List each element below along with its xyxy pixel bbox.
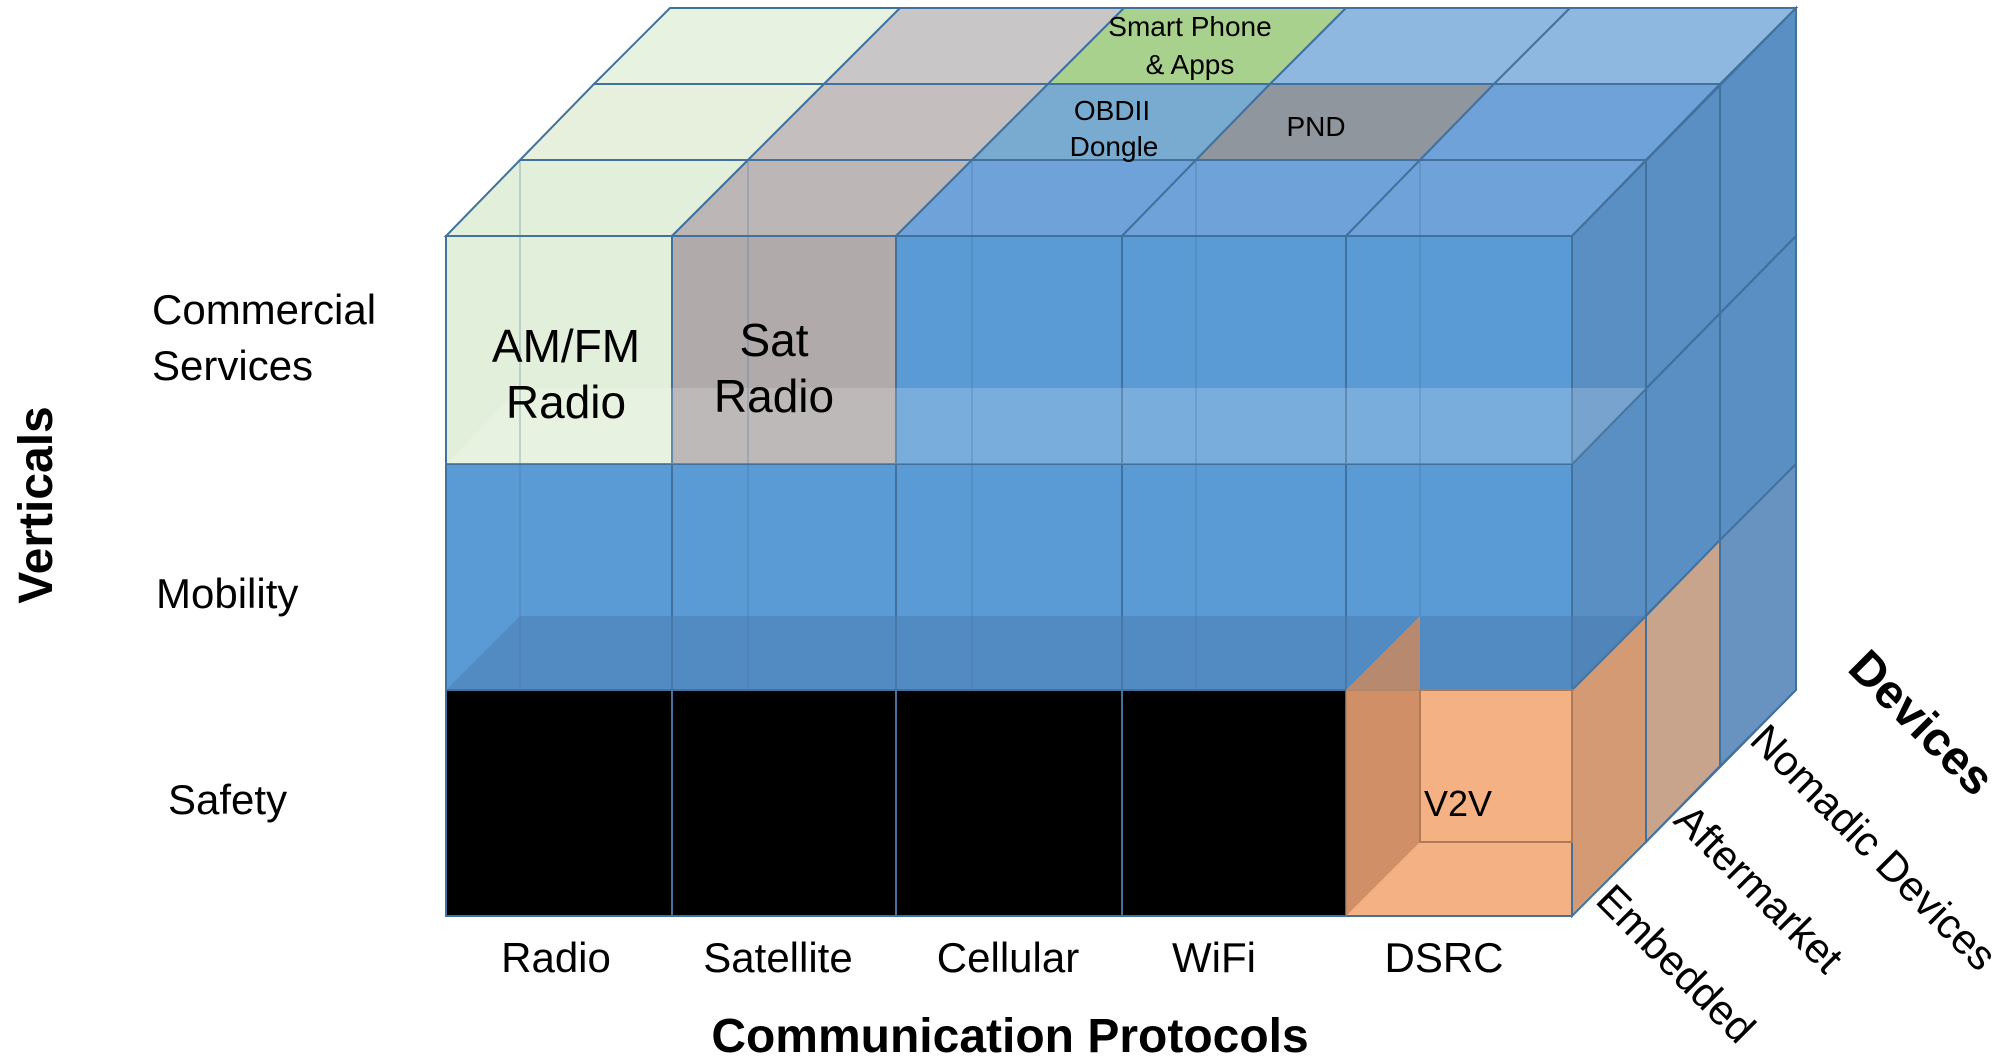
cube-front-face xyxy=(445,160,1646,917)
smartphone-label-line1: Smart Phone xyxy=(1108,11,1271,42)
obdii-label-line2: Dongle xyxy=(1070,131,1159,162)
protocols-title: Communication Protocols xyxy=(711,1010,1308,1061)
verticals-axis: Verticals Commercial Services Mobility S… xyxy=(10,286,376,823)
v2v-inner-left xyxy=(1346,616,1420,916)
vertical-label-mobility: Mobility xyxy=(156,570,298,617)
cell-safety-radio xyxy=(445,689,673,917)
v2v-inner-back xyxy=(1419,689,1573,843)
cell-commercial-satellite xyxy=(671,235,897,465)
protocol-label-radio: Radio xyxy=(501,934,611,981)
cell-commercial-dsrc xyxy=(1345,235,1573,465)
vertical-label-safety: Safety xyxy=(168,776,287,823)
sat-label-line1: Sat xyxy=(739,314,808,366)
protocol-label-wifi: WiFi xyxy=(1172,934,1256,981)
am-fm-label-line1: AM/FM xyxy=(492,320,640,372)
cell-commercial-radio xyxy=(445,235,673,465)
side-grid-line xyxy=(1645,235,1797,389)
cell-safety-cellular xyxy=(895,689,1123,917)
protocol-label-satellite: Satellite xyxy=(703,934,852,981)
protocol-label-cellular: Cellular xyxy=(937,934,1079,981)
verticals-title: Verticals xyxy=(10,406,63,603)
v2v-label: V2V xyxy=(1424,783,1492,824)
protocol-label-dsrc: DSRC xyxy=(1384,934,1503,981)
pnd-label: PND xyxy=(1286,111,1345,142)
mobility-shelf xyxy=(446,616,1646,690)
am-fm-label-line2: Radio xyxy=(506,376,626,428)
devices-title: Devices xyxy=(1838,640,2004,806)
cube-back-layers xyxy=(443,5,1799,919)
vertical-label-commercial-1: Commercial xyxy=(152,286,376,333)
cell-safety-satellite xyxy=(671,689,897,917)
device-label-embedded: Embedded xyxy=(1588,875,1765,1052)
protocols-axis: Radio Satellite Cellular WiFi DSRC Commu… xyxy=(501,934,1503,1061)
obdii-label-line1: OBDII xyxy=(1074,95,1150,126)
cell-labels: AM/FM Radio Sat Radio Smart Phone & Apps… xyxy=(492,11,1492,824)
cell-safety-wifi xyxy=(1121,689,1347,917)
smartphone-label-line2: & Apps xyxy=(1146,49,1235,80)
sat-label-line2: Radio xyxy=(714,370,834,422)
side-right-bottom-far xyxy=(1719,461,1797,769)
commercial-shelf xyxy=(446,388,1646,464)
vertical-label-commercial-2: Services xyxy=(152,342,313,389)
